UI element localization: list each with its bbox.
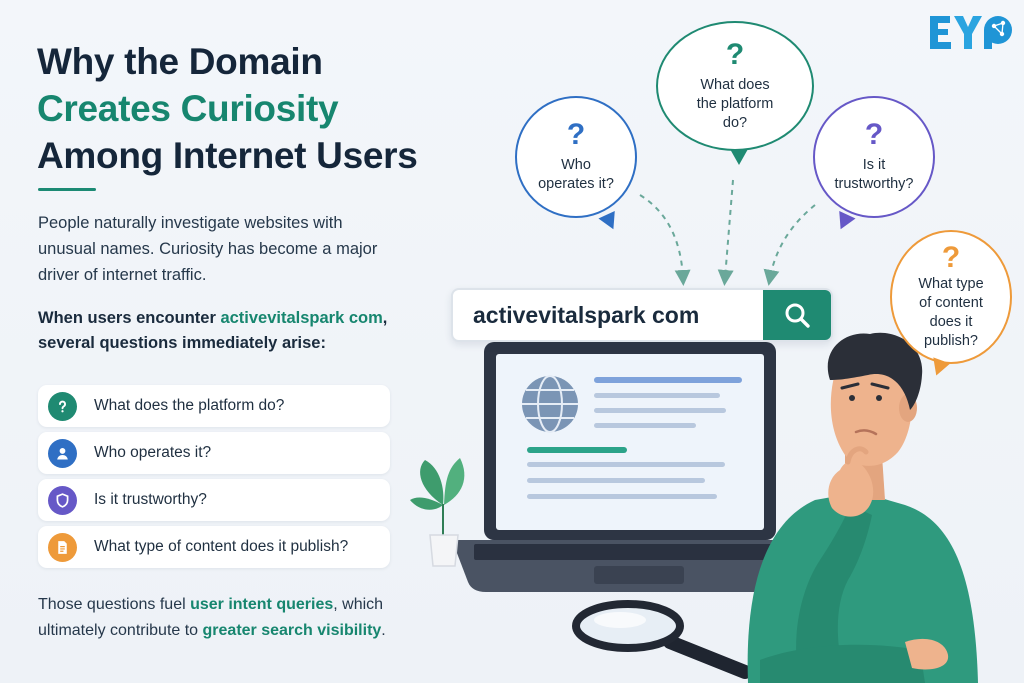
lead-before: When users encounter [38,309,221,327]
connector-arrow [763,204,816,286]
connector-arrow [717,179,734,286]
bubble-operates: ? Who operates it? [515,96,637,234]
outro-highlight-2: greater search visibility [202,622,382,639]
globe-icon [522,375,578,433]
plant-icon [410,458,465,567]
list-item-platform: What does the platform do? [38,385,390,427]
bubble-question-mark: ? [725,37,745,71]
outro-text-1: Those questions fuel [38,596,191,613]
eyp-logo-mark [930,16,1012,49]
outro-text-2: , which ultimately contribute to [38,596,384,639]
connector-arrow [639,194,691,286]
bubble-text-line: What type [918,276,984,292]
bubble-text-line: of content [919,295,983,311]
list-item-label: Is it trustworthy? [94,491,207,508]
magnifying-glass-icon [572,600,752,679]
headline-divider [38,188,96,191]
eyp-logo [928,12,1014,56]
thinking-person [747,332,978,683]
list-item-content: What type of content does it publish? [38,526,390,568]
lead-domain: activevitalspark com [220,309,383,327]
document-icon [48,532,77,562]
headline-line-2: Creates Curiosity [37,88,339,129]
intro-paragraph: People naturally investigate websites wi… [38,214,378,284]
bubble-tail [730,149,748,165]
bubble-text-line: does it [929,314,973,330]
bubble-text-line: What does [700,76,770,93]
bubble-text-line: Who [561,157,591,173]
list-item-label: What does the platform do? [94,397,285,414]
list-item-label: What type of content does it publish? [94,538,349,555]
bubble-text-line: publish? [923,333,978,349]
user-icon [48,438,77,468]
question-icon [48,391,77,421]
headline-line-1: Why the Domain [37,41,323,82]
search-input[interactable]: activevitalspark com [473,302,700,328]
outro-text-3: . [381,622,386,639]
bubble-content: ? What type of content does it publish? [890,230,1012,379]
headline-line-3: Among Internet Users [37,135,418,176]
outro-paragraph: Those questions fuel user intent queries… [38,592,428,644]
bubble-platform: ? What does the platform do? [656,21,814,165]
search-button[interactable] [763,290,831,340]
question-list: What does the platform do? Who operates … [38,385,390,573]
bubble-text-line: Is it [862,157,886,173]
list-item-operates: Who operates it? [38,432,390,474]
lead-after: , several questions immediately arise: [38,309,388,352]
headline: Why the Domain Creates Curiosity Among I… [37,38,467,179]
bubble-trust: ? Is it trustworthy? [813,96,935,234]
bubble-text-line: the platform [696,95,774,112]
laptop-icon [452,342,806,592]
bubble-text-line: do? [722,114,748,131]
lead-paragraph: When users encounter activevitalspark co… [38,306,398,356]
bubble-text-line: operates it? [538,176,614,192]
search-bar[interactable]: activevitalspark com [451,288,833,342]
search-icon [785,303,810,328]
shield-icon [48,485,77,515]
list-item-label: Who operates it? [94,444,212,461]
bubble-question-mark: ? [566,118,586,151]
bubble-text-line: trustworthy? [834,176,914,192]
outro-highlight-1: user intent queries [190,596,334,613]
list-item-trust: Is it trustworthy? [38,479,390,521]
bubble-question-mark: ? [941,241,961,274]
bubble-question-mark: ? [864,118,884,151]
